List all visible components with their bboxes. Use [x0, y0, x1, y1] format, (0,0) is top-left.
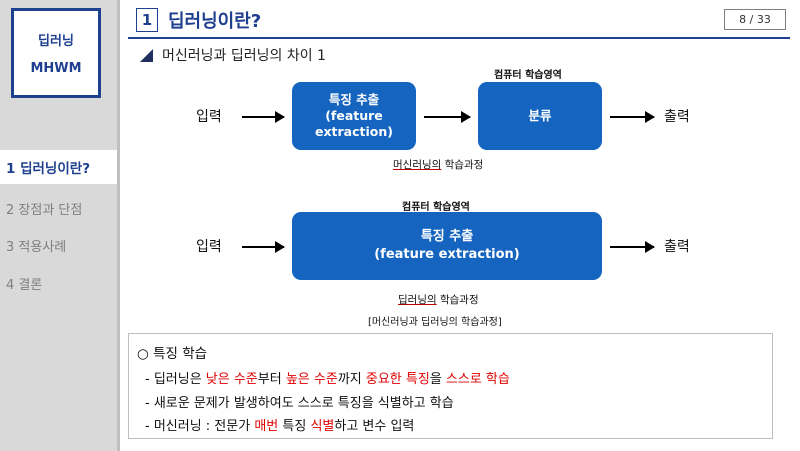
page-counter: 8 / 33 — [724, 9, 786, 30]
panel-line-3: - 머신러닝 : 전문가 매번 특징 식별하고 변수 입력 — [145, 415, 414, 434]
dl-feature-extraction-title: 특징 추출 — [420, 229, 474, 244]
ml-feature-extraction-en1: (feature — [325, 108, 383, 123]
figure-caption: [머신러닝과 딥러닝의 학습과정] — [368, 317, 502, 328]
sidebar-item-conclusion[interactable]: 4 결론 — [6, 278, 43, 293]
dl-feature-extraction-box: 특징 추출 (feature extraction) — [292, 212, 602, 280]
dl-caption-underlined: 딥러닝의 — [398, 294, 437, 306]
dl-caption-rest: 학습과정 — [436, 294, 479, 306]
ml-classification-label: 분류 — [528, 108, 552, 123]
highlight-text: 중요한 특징 — [365, 372, 430, 387]
slide-subtitle: 머신러닝과 딥러닝의 차이 1 — [162, 48, 326, 64]
sidebar-item-what-is-deep-learning[interactable]: 1 딥러닝이란? — [0, 150, 117, 184]
highlight-text: 식별 — [310, 419, 335, 434]
section-number: 1 — [136, 8, 158, 32]
dl-computer-area-heading: 컴퓨터 학습영역 — [402, 202, 470, 213]
ml-caption-underlined: 머신러닝의 — [393, 159, 442, 171]
highlight-text: 높은 수준 — [285, 372, 338, 387]
dl-output-label: 출력 — [664, 239, 690, 255]
ml-feature-extraction-title: 특징 추출 — [328, 92, 380, 107]
arrow-right-icon — [242, 111, 285, 123]
highlight-text: 매번 — [254, 419, 279, 434]
page-title: 딥러닝이란? — [168, 11, 262, 32]
triangle-bullet-icon — [140, 49, 153, 62]
text-span: - 머신러닝 : 전문가 — [145, 419, 255, 434]
dl-input-label: 입력 — [196, 239, 222, 255]
ml-caption-rest: 학습과정 — [441, 159, 484, 171]
ml-feature-extraction-en2: extraction) — [315, 124, 393, 139]
ml-caption: 머신러닝의 학습과정 — [393, 157, 483, 172]
text-span: 특징 — [278, 419, 311, 434]
logo-box: 딥러닝 MHWM — [11, 8, 101, 98]
dl-feature-extraction-en: (feature extraction) — [374, 247, 520, 262]
text-span: 까지 — [337, 372, 366, 387]
sidebar-divider — [117, 0, 120, 451]
text-span: 하고 변수 입력 — [334, 419, 415, 434]
highlight-text: 낮은 수준 — [205, 372, 258, 387]
ml-computer-area-heading: 컴퓨터 학습영역 — [494, 70, 562, 81]
sidebar-item-pros-cons[interactable]: 2 장점과 단점 — [6, 203, 83, 218]
text-span: 을 — [429, 372, 446, 387]
sidebar: 딥러닝 MHWM 1 딥러닝이란? 2 장점과 단점 3 적용사례 4 결론 — [0, 0, 117, 451]
dl-caption: 딥러닝의 학습과정 — [398, 292, 479, 307]
feature-learning-panel: ○ 특징 학습 - 딥러닝은 낮은 수준부터 높은 수준까지 중요한 특징을 스… — [128, 333, 773, 439]
highlight-text: 스스로 학습 — [445, 372, 510, 387]
arrow-right-icon — [610, 111, 655, 123]
text-span: - 딥러닝은 — [145, 372, 206, 387]
ml-output-label: 출력 — [664, 109, 690, 125]
ml-feature-extraction-box: 특징 추출 (feature extraction) — [292, 82, 416, 150]
logo-title: 딥러닝 — [38, 34, 74, 49]
arrow-right-icon — [610, 241, 655, 253]
ml-input-label: 입력 — [196, 109, 222, 125]
header-divider — [128, 37, 790, 39]
sidebar-item-use-cases[interactable]: 3 적용사례 — [6, 240, 67, 255]
panel-line-2: - 새로운 문제가 발생하여도 스스로 특징을 식별하고 학습 — [145, 396, 454, 411]
arrow-right-icon — [242, 241, 285, 253]
panel-line-1: - 딥러닝은 낮은 수준부터 높은 수준까지 중요한 특징을 스스로 학습 — [145, 368, 510, 387]
arrow-right-icon — [424, 111, 471, 123]
panel-heading: ○ 특징 학습 — [137, 346, 208, 362]
logo-subtitle: MHWM — [30, 61, 82, 76]
text-span: 부터 — [257, 372, 286, 387]
ml-classification-box: 분류 — [478, 82, 602, 150]
